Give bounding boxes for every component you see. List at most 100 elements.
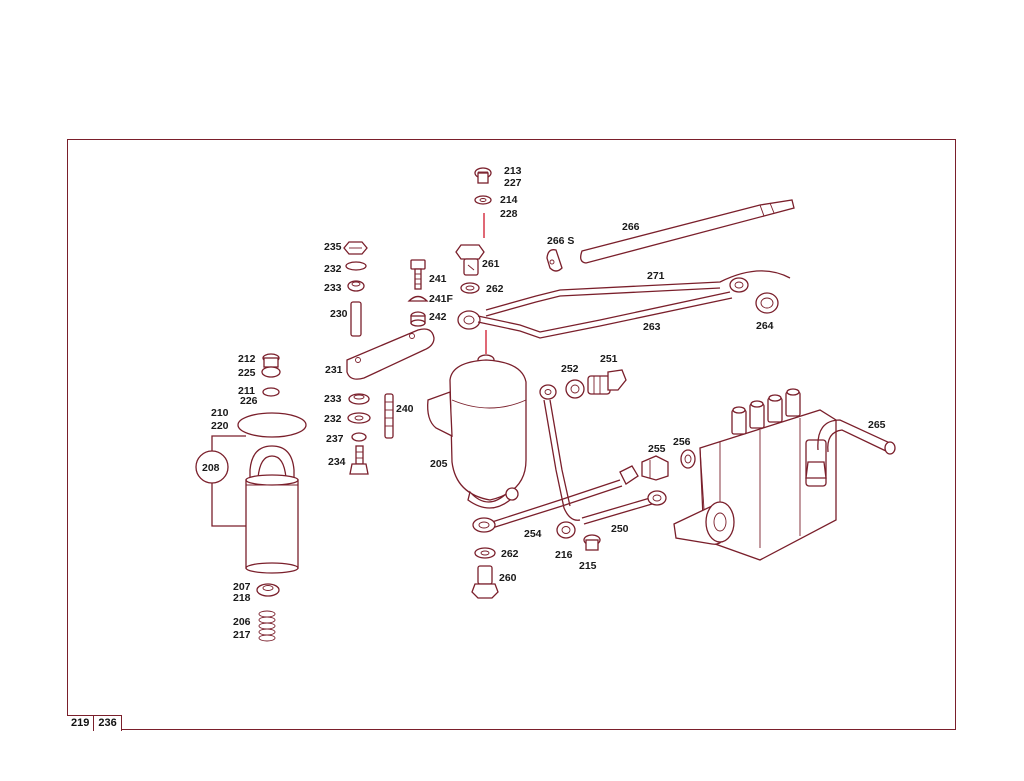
- label-217: 217: [233, 629, 251, 641]
- washer-252: [565, 379, 585, 399]
- label-241: 241: [429, 273, 447, 285]
- bolt-234: [349, 445, 369, 475]
- union-255: [641, 455, 669, 481]
- label-208: 208: [202, 462, 220, 474]
- label-264: 264: [756, 320, 774, 332]
- fitting-top-254: [539, 384, 557, 400]
- label-216: 216: [555, 549, 573, 561]
- label-220: 220: [211, 420, 229, 432]
- filter-housing-205: [427, 354, 527, 509]
- seal-214: [474, 195, 492, 205]
- label-251: 251: [600, 353, 618, 365]
- line-254: [491, 399, 623, 529]
- label-234: 234: [328, 456, 346, 468]
- label-215: 215: [579, 560, 597, 572]
- label-266: 266: [622, 221, 640, 233]
- sleeve-242: [410, 311, 426, 327]
- label-213: 213: [504, 165, 522, 177]
- hollow-bolt-261: [455, 244, 485, 276]
- label-206: 206: [233, 616, 251, 628]
- label-210: 210: [211, 407, 229, 419]
- fitting-271-end: [729, 277, 749, 293]
- label-254: 254: [524, 528, 542, 540]
- bushing-233-bottom: [348, 393, 370, 405]
- label-207: 207: [233, 581, 251, 593]
- label-232-top: 232: [324, 263, 342, 275]
- cap-207: [256, 583, 280, 597]
- clip-241f: [407, 295, 429, 302]
- label-211: 211: [238, 385, 255, 397]
- label-266s: 266 S: [547, 235, 574, 247]
- seal-262-top: [460, 282, 480, 294]
- label-262-bottom: 262: [501, 548, 519, 560]
- plug-212: [261, 353, 281, 378]
- seal-262-bottom: [474, 547, 496, 559]
- nut-235: [343, 241, 368, 255]
- seal-211: [262, 387, 280, 397]
- label-242: 242: [429, 311, 447, 323]
- ring-210: [237, 412, 307, 438]
- page-reference-box: 219 236: [67, 715, 122, 731]
- washer-264: [755, 292, 779, 314]
- label-233-bottom: 233: [324, 393, 342, 405]
- line-250: [581, 497, 653, 525]
- label-212: 212: [238, 353, 256, 365]
- stud-240: [384, 393, 394, 439]
- label-218: 218: [233, 592, 251, 604]
- valve-251: [587, 369, 627, 395]
- label-228: 228: [500, 208, 518, 220]
- label-256: 256: [673, 436, 691, 448]
- label-252: 252: [561, 363, 579, 375]
- bolt-241: [410, 259, 426, 290]
- line-271: [485, 270, 791, 317]
- banjo-254-end: [472, 517, 496, 533]
- line-265: [817, 419, 896, 455]
- label-260: 260: [499, 572, 517, 584]
- label-240: 240: [396, 403, 414, 415]
- washer-256: [680, 449, 696, 469]
- label-250: 250: [611, 523, 629, 535]
- injection-pump: [673, 388, 837, 561]
- label-261: 261: [482, 258, 500, 270]
- clamp-266s: [546, 249, 563, 272]
- label-241f: 241F: [429, 293, 454, 305]
- label-237: 237: [326, 433, 344, 445]
- label-271: 271: [647, 270, 665, 282]
- label-265: 265: [868, 419, 886, 431]
- screw-215: [583, 534, 601, 551]
- page-ref-236[interactable]: 236: [94, 715, 122, 731]
- line-263: [477, 291, 733, 339]
- filter-element: [245, 445, 299, 574]
- label-235: 235: [324, 241, 342, 253]
- hollow-bolt-260: [471, 565, 499, 599]
- banjo-fitting: [457, 310, 481, 330]
- label-226: 226: [240, 395, 258, 407]
- union-nut: [619, 465, 639, 485]
- label-214: 214: [500, 194, 518, 206]
- washer-232-top: [345, 261, 367, 271]
- callout-208: [195, 450, 229, 484]
- bracket-231: [346, 328, 435, 380]
- label-255: 255: [648, 443, 666, 455]
- label-263: 263: [643, 321, 661, 333]
- screw-213: [474, 167, 492, 184]
- washer-232-bottom: [347, 412, 371, 424]
- rod-266: [580, 199, 795, 264]
- spacer-230: [350, 301, 362, 337]
- washer-237: [351, 432, 367, 442]
- spring-206: [258, 610, 276, 642]
- label-227: 227: [504, 177, 522, 189]
- label-230: 230: [330, 308, 348, 320]
- bushing-233-top: [347, 280, 365, 292]
- fitting-250-end: [647, 490, 667, 506]
- label-233-top: 233: [324, 282, 342, 294]
- label-231: 231: [325, 364, 343, 376]
- page-ref-219[interactable]: 219: [67, 715, 95, 731]
- diagram-frame: [67, 139, 956, 730]
- label-232-bottom: 232: [324, 413, 342, 425]
- seal-216: [556, 521, 576, 539]
- label-225: 225: [238, 367, 256, 379]
- label-262-top: 262: [486, 283, 504, 295]
- label-205: 205: [430, 458, 448, 470]
